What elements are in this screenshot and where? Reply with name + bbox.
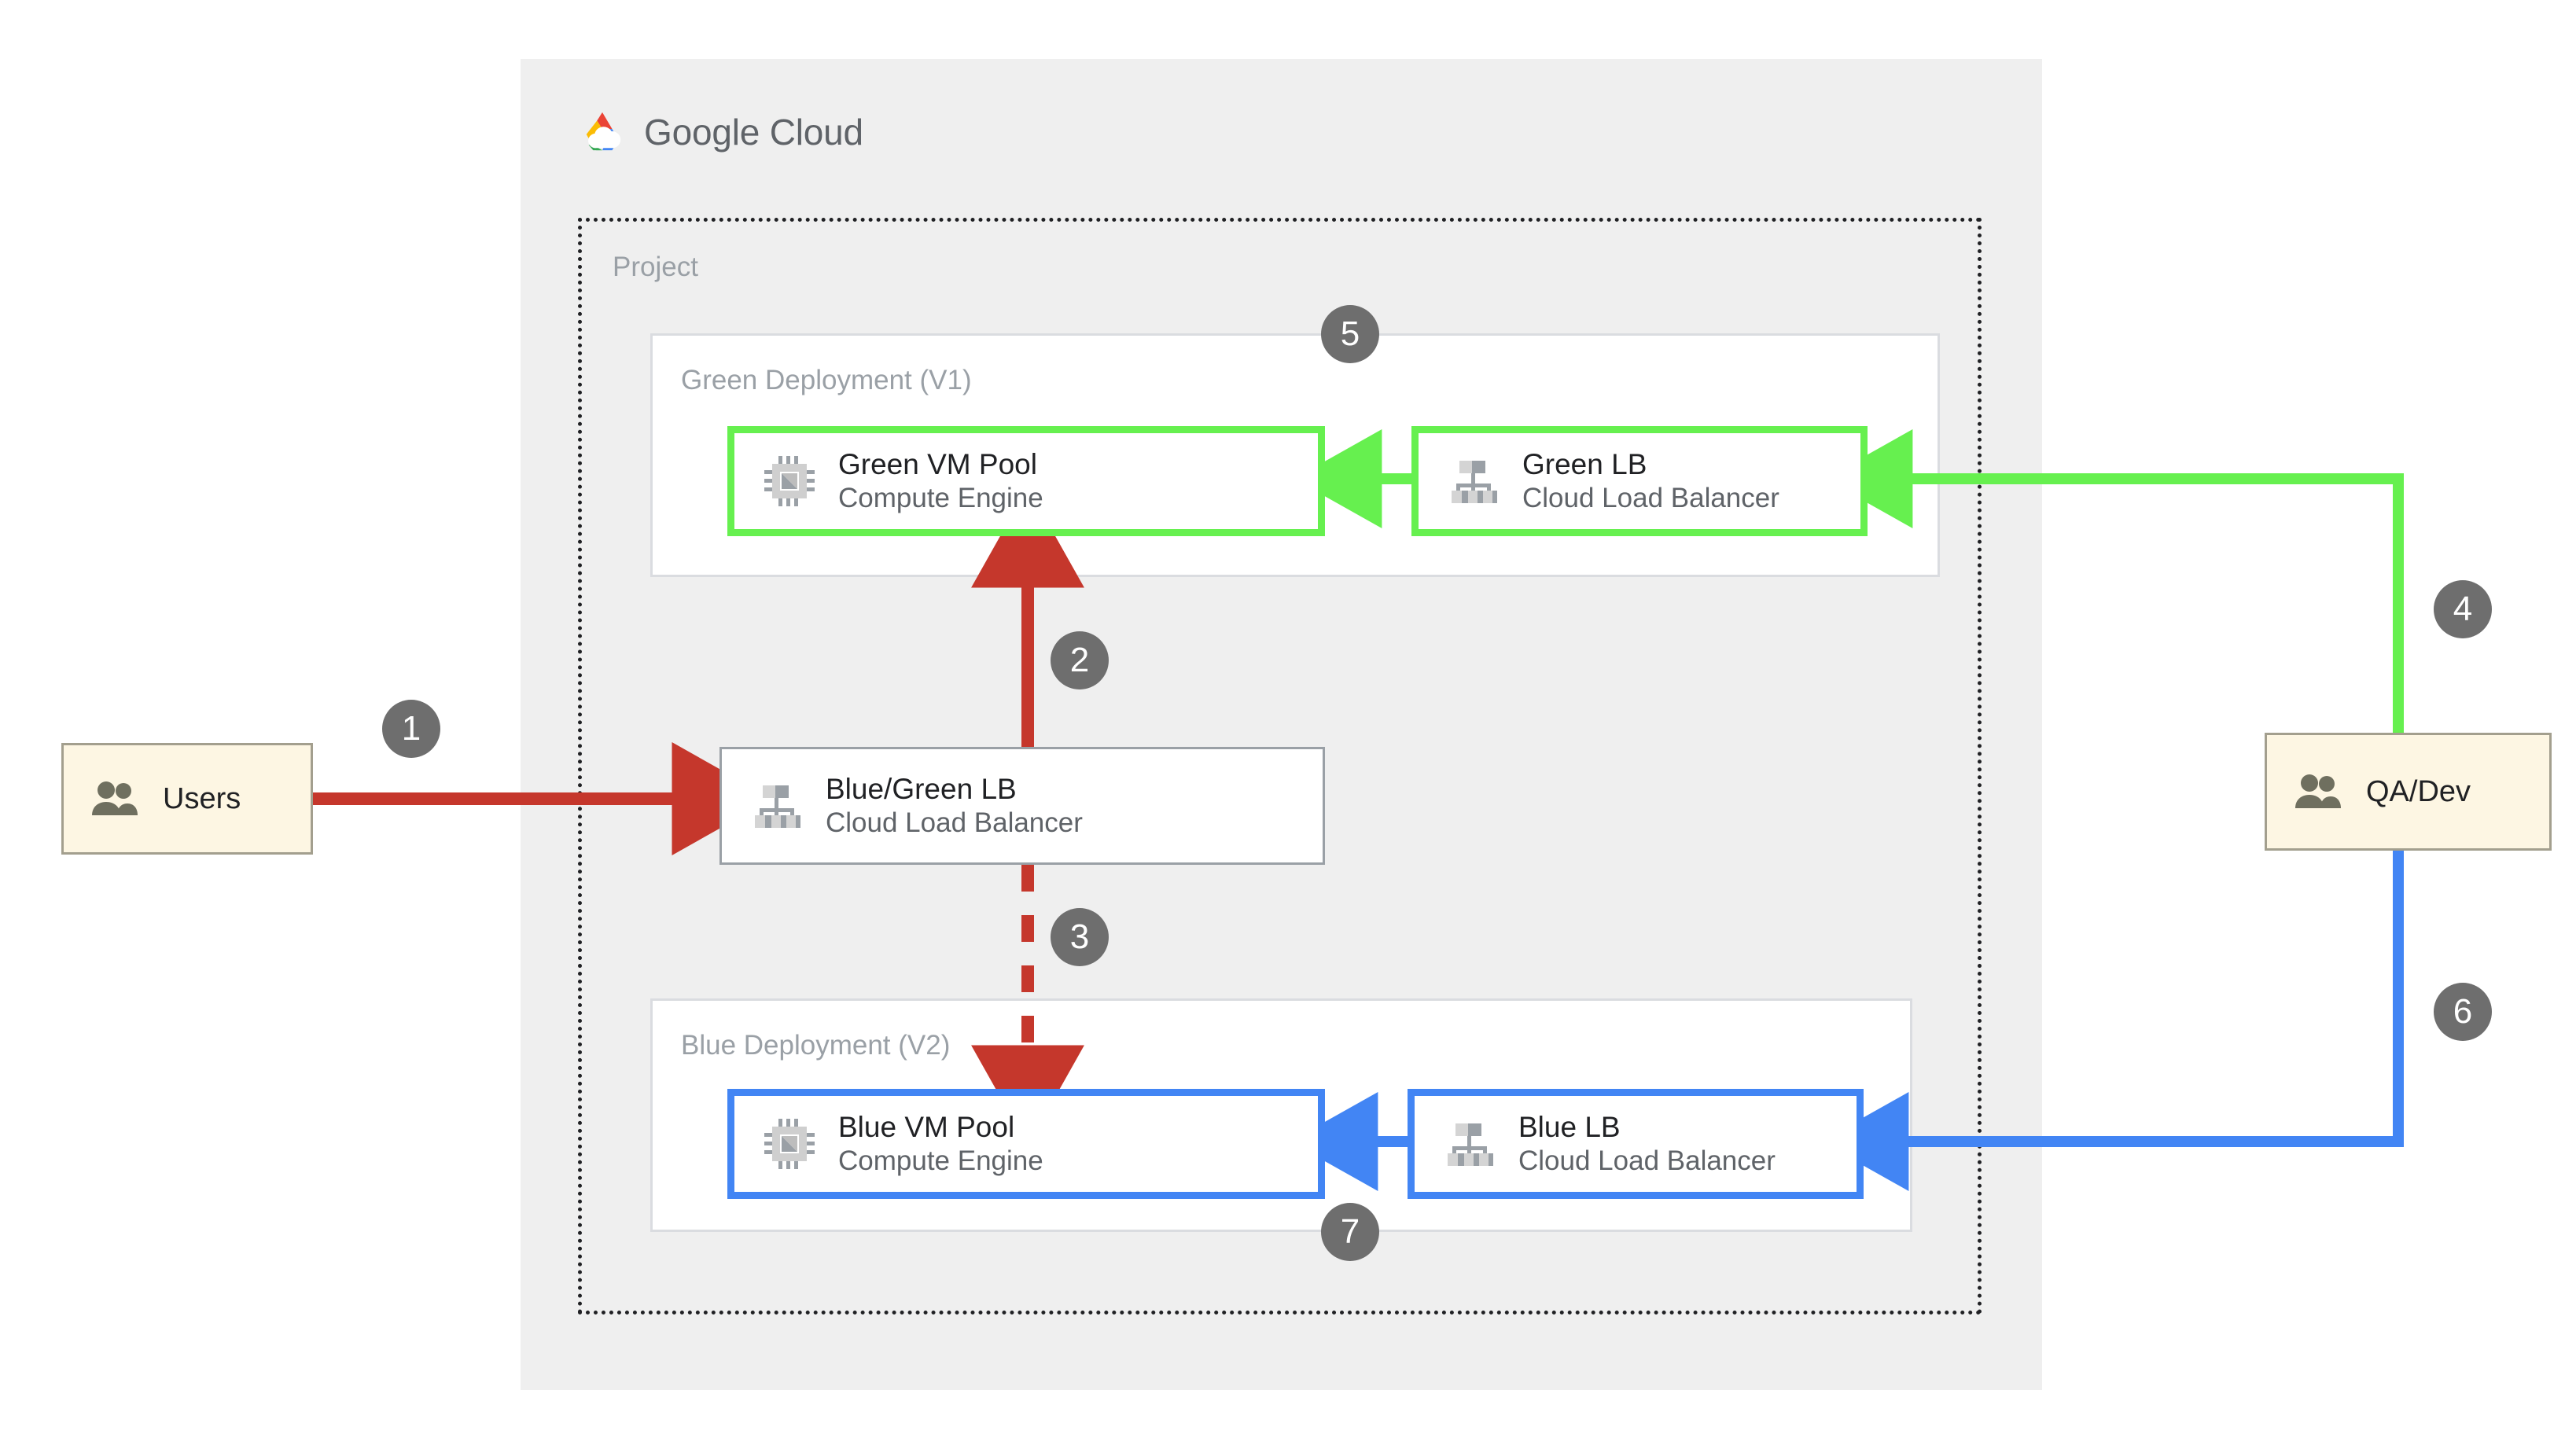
- compute-engine-icon: [761, 453, 818, 509]
- node-green-vm-pool[interactable]: Green VM Pool Compute Engine: [727, 426, 1325, 536]
- node-blue-lb[interactable]: Blue LB Cloud Load Balancer: [1408, 1089, 1864, 1199]
- load-balancer-icon: [749, 778, 805, 834]
- brand-name-light: Cloud: [760, 112, 863, 153]
- node-qa-dev-title: QA/Dev: [2366, 774, 2471, 808]
- node-blue-green-lb-title: Blue/Green LB: [826, 773, 1017, 806]
- step-badge-6: 6: [2434, 983, 2492, 1041]
- node-green-lb-title: Green LB: [1522, 448, 1647, 481]
- blue-deployment-label: Blue Deployment (V2): [681, 1030, 951, 1061]
- google-cloud-logo-icon: [578, 110, 627, 154]
- node-green-lb[interactable]: Green LB Cloud Load Balancer: [1411, 426, 1868, 536]
- step-badge-3: 3: [1051, 908, 1109, 966]
- load-balancer-icon: [1445, 453, 1502, 509]
- google-cloud-brand: Google Cloud: [578, 110, 863, 154]
- compute-engine-icon: [761, 1116, 818, 1172]
- node-blue-lb-title: Blue LB: [1518, 1111, 1621, 1144]
- node-blue-green-lb-subtitle: Cloud Load Balancer: [826, 807, 1083, 839]
- step-badge-5: 5: [1321, 305, 1379, 363]
- node-blue-vm-pool-title: Blue VM Pool: [838, 1111, 1015, 1144]
- node-green-vm-pool-subtitle: Compute Engine: [838, 483, 1043, 514]
- node-users[interactable]: Users: [61, 743, 313, 855]
- node-blue-vm-pool-subtitle: Compute Engine: [838, 1145, 1043, 1177]
- node-blue-lb-subtitle: Cloud Load Balancer: [1518, 1145, 1776, 1177]
- node-green-vm-pool-title: Green VM Pool: [838, 448, 1037, 481]
- brand-name-bold: Google: [644, 112, 760, 153]
- step-badge-4: 4: [2434, 580, 2492, 638]
- node-blue-green-lb[interactable]: Blue/Green LB Cloud Load Balancer: [719, 747, 1325, 865]
- step-badge-1: 1: [382, 700, 440, 758]
- project-label: Project: [613, 252, 698, 282]
- project-boundary: [578, 218, 1982, 1314]
- green-deployment-label: Green Deployment (V1): [681, 365, 972, 395]
- step-badge-7: 7: [1321, 1203, 1379, 1261]
- node-users-title: Users: [163, 781, 241, 815]
- people-icon: [2289, 763, 2346, 820]
- step-badge-2: 2: [1051, 631, 1109, 689]
- node-blue-vm-pool[interactable]: Blue VM Pool Compute Engine: [727, 1089, 1325, 1199]
- people-icon: [86, 770, 142, 827]
- load-balancer-icon: [1441, 1116, 1498, 1172]
- brand-label: Google Cloud: [644, 111, 863, 153]
- node-green-lb-subtitle: Cloud Load Balancer: [1522, 483, 1779, 514]
- node-qa-dev[interactable]: QA/Dev: [2265, 733, 2552, 851]
